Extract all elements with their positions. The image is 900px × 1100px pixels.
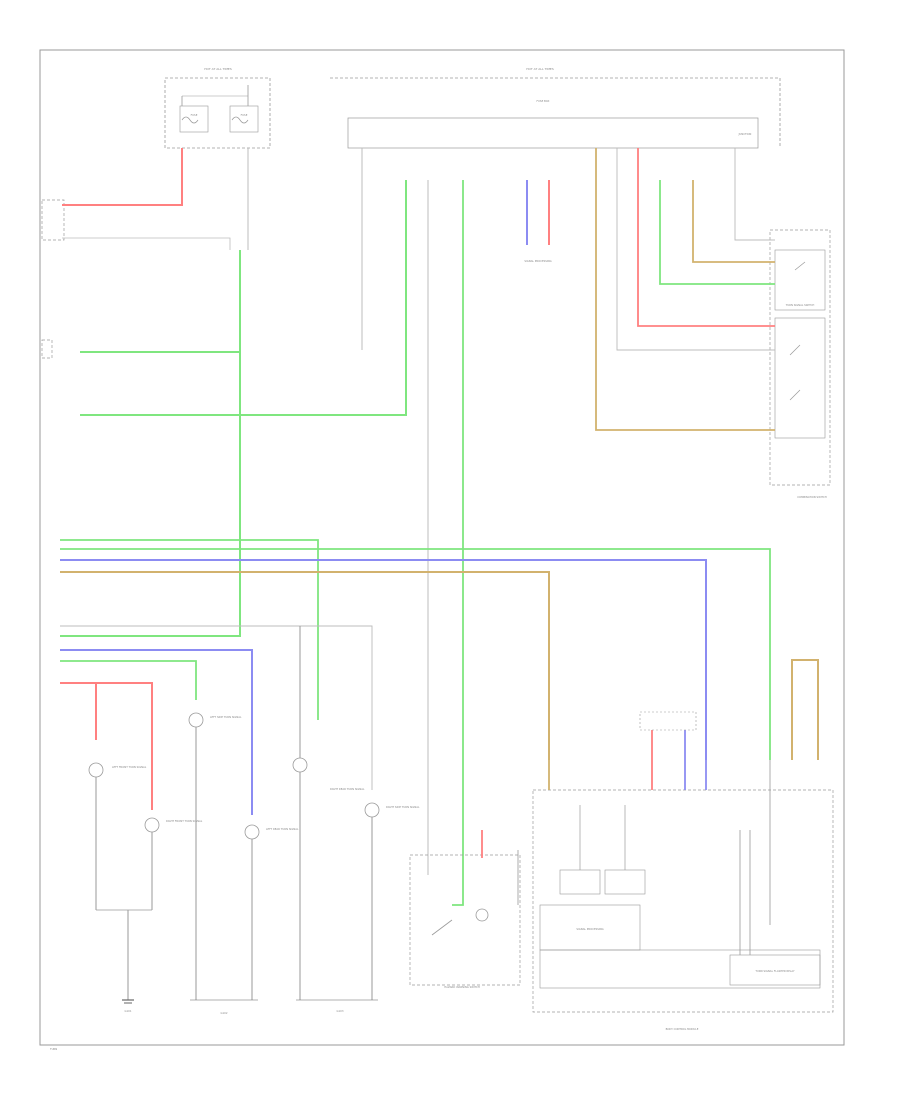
wire-gray-right-b (734, 148, 775, 241)
left-rear-turn-label: LEFT REAR TURN SIGNAL (266, 827, 299, 831)
wire-gray-right-a (616, 148, 775, 351)
fuse-box-label: FUSE BOX (537, 99, 550, 103)
turn-signal-switch-label: TURN SIGNAL SWITCH (786, 303, 815, 307)
bus-blue-lower (60, 649, 253, 815)
wire-red-right (637, 148, 775, 327)
body-control-module-label: BODY CONTROL MODULE (666, 1027, 699, 1031)
hot-label-right: HOT AT ALL TIMES (526, 67, 554, 71)
footer-label: TURN (50, 1047, 57, 1051)
left-side-turn-label: LEFT SIDE TURN SIGNAL (210, 715, 242, 719)
wire-green-to-fuse (80, 180, 407, 416)
bus-green-1 (60, 539, 319, 720)
wire-tan-right (595, 148, 775, 431)
bus-green-lower (60, 660, 197, 700)
ground-mid-icon: G102 (190, 999, 258, 1015)
ground-left-icon: G101 (122, 999, 134, 1013)
fuse-b-label: FUSE (241, 113, 248, 117)
wire-tan-right-b (692, 180, 775, 263)
combination-switch: TURN SIGNAL SWITCH COMBINATION SWITCH (769, 229, 831, 499)
diagram-frame (39, 49, 845, 1046)
right-rear-turn-label: RIGHT REAR TURN SIGNAL (330, 787, 365, 791)
center-connector-label: SIGNAL PROCESSING (524, 259, 551, 263)
lamp-right-side-icon: RIGHT SIDE TURN SIGNAL (364, 802, 420, 1000)
hazard-switch-label: HAZARD WARNING SWITCH (444, 985, 480, 989)
lamp-left-rear-icon: LEFT REAR TURN SIGNAL (244, 824, 299, 1000)
junction-label: JUNCTION (738, 132, 752, 136)
bus-tan (60, 571, 550, 760)
bus-green-2 (60, 548, 771, 760)
wire-green-center (452, 180, 464, 906)
hot-label-left: HOT AT ALL TIMES (204, 67, 232, 71)
signal-processing-label: SIGNAL PROCESSING (576, 927, 603, 931)
wire-green-vertical (60, 250, 241, 637)
bus-red-lower (60, 682, 153, 810)
lamp-right-rear-icon: RIGHT REAR TURN SIGNAL (292, 626, 365, 1000)
left-front-turn-label: LEFT FRONT TURN SIGNAL (112, 765, 147, 769)
wire-green-right (659, 180, 775, 285)
right-side-turn-label: RIGHT SIDE TURN SIGNAL (386, 805, 420, 809)
ground-right-icon: G103 (296, 999, 378, 1013)
left-module-top (41, 199, 65, 241)
body-control-module: SIGNAL PROCESSING TURN SIGNAL FLASHER RE… (532, 711, 834, 1031)
fuse-a-label: FUSE (191, 113, 198, 117)
combination-switch-label: COMBINATION SWITCH (797, 495, 827, 499)
wire-red-top (62, 148, 183, 206)
lamp-right-front-icon: RIGHT FRONT TURN SIGNAL (144, 817, 203, 910)
ground-right-label: G103 (337, 1009, 344, 1013)
wire-gray-left-2 (62, 237, 231, 250)
right-front-turn-label: RIGHT FRONT TURN SIGNAL (166, 819, 203, 823)
fuse-box-left: HOT AT ALL TIMES FUSE FUSE (164, 67, 271, 149)
bus-gray-lower (60, 625, 373, 790)
flasher-relay-label: TURN SIGNAL FLASHER RELAY (755, 969, 795, 973)
ground-mid-label: G102 (221, 1011, 228, 1015)
lamp-left-side-icon: LEFT SIDE TURN SIGNAL (188, 712, 242, 1000)
lamp-left-front-icon: LEFT FRONT TURN SIGNAL (88, 762, 147, 910)
wire-tan-loop (791, 659, 819, 760)
bus-blue (60, 559, 707, 760)
ground-left-label: G101 (125, 1009, 132, 1013)
hazard-switch: HAZARD WARNING SWITCH (409, 830, 521, 989)
fuse-box-right: HOT AT ALL TIMES FUSE BOX JUNCTION (330, 67, 781, 149)
left-module-mid (41, 339, 53, 359)
